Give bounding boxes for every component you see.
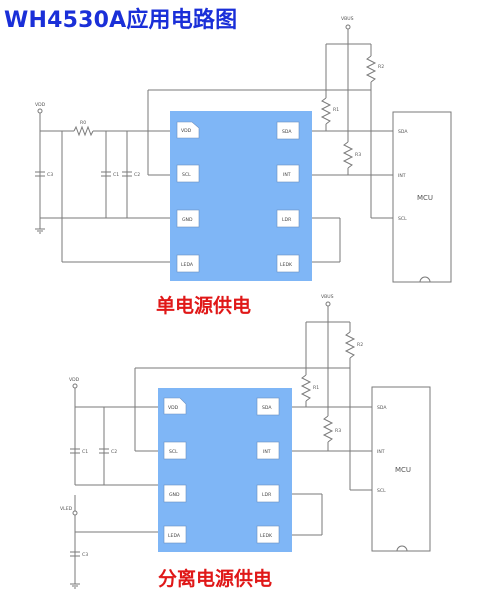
resistor-r3-2 (322, 415, 334, 443)
resistor-r1 (320, 97, 332, 125)
mcu-pin-sda-2: SDA (377, 405, 387, 411)
pin-sda-2 (256, 397, 280, 416)
c2-label: C2 (134, 172, 140, 178)
resistor-r3 (342, 141, 354, 169)
caption-single-supply: 单电源供电 (156, 295, 252, 317)
mcu-pin-scl: SCL (398, 216, 407, 222)
c3-label: C3 (47, 172, 53, 178)
circuit-separate-supply: VDD C1 C2 VLED C3 VDD (60, 294, 431, 589)
mcu-pin-sda: SDA (398, 129, 408, 135)
pin-vdd-label-2: VDD (168, 405, 179, 411)
pin-ldr-label: LDR (282, 217, 292, 223)
page-title: WH4530A应用电路图 (4, 8, 238, 33)
mcu-pin-scl-2: SCL (377, 488, 386, 494)
pin-leda (176, 254, 200, 273)
vbus-terminal (345, 24, 351, 30)
pin-int-label-2: INT (263, 449, 271, 455)
pin-sda-label-2: SDA (262, 405, 272, 411)
r2-label-2: R2 (357, 342, 363, 348)
pin-ledk-2 (256, 525, 280, 544)
vbus-terminal-2 (325, 301, 331, 307)
r3-label-2: R3 (335, 428, 341, 434)
pin-leda-label-2: LEDA (168, 533, 181, 539)
pin-int-label: INT (283, 172, 291, 178)
vled-terminal (72, 510, 78, 516)
pin-scl-2 (163, 441, 187, 460)
pin-ledk-label-2: LEDK (260, 533, 273, 539)
mcu-label: MCU (417, 194, 433, 202)
vled-label: VLED (60, 506, 73, 512)
pin-scl-label: SCL (182, 172, 191, 178)
resistor-r0 (73, 125, 94, 137)
resistor-r2 (365, 55, 377, 83)
wh4530a-chip-2 (158, 388, 292, 552)
pin-gnd-2 (163, 484, 187, 503)
pin-sda-label: SDA (282, 129, 292, 135)
resistor-r1-2 (300, 374, 312, 402)
vdd-label: VDD (35, 102, 46, 108)
circuit-single-supply: VDD R0 C3 C1 C2 (35, 16, 452, 283)
pin-ledk-label: LEDK (280, 262, 293, 268)
mcu-notch (419, 276, 431, 283)
pin-gnd-label-2: GND (169, 492, 180, 498)
c1-label: C1 (113, 172, 119, 178)
pin-vdd-label: VDD (181, 128, 192, 134)
pin-vdd-2 (163, 397, 187, 415)
r0-label: R0 (80, 120, 86, 126)
r3-label: R3 (355, 152, 361, 158)
pin-vdd (176, 121, 200, 139)
pin-sda (276, 121, 300, 140)
pin-ldr (276, 209, 300, 228)
pin-int-2 (256, 441, 280, 460)
vbus-label: VBUS (341, 16, 354, 22)
pin-leda-label: LEDA (181, 262, 194, 268)
vdd-terminal (37, 108, 43, 114)
mcu-pin-int: INT (398, 173, 406, 179)
mcu-box-2 (371, 386, 431, 552)
vdd-label-2: VDD (69, 377, 80, 383)
mcu-label-2: MCU (395, 466, 411, 474)
resistor-r2-2 (344, 331, 356, 359)
r2-label: R2 (378, 64, 384, 70)
c1-label-2: C1 (82, 449, 88, 455)
vdd-terminal-2 (72, 383, 78, 389)
caption-separate-supply: 分离电源供电 (158, 568, 273, 590)
c3-label-2: C3 (82, 552, 88, 558)
wh4530a-chip (170, 111, 312, 281)
pin-gnd-label: GND (182, 217, 193, 223)
c2-label-2: C2 (111, 449, 117, 455)
pin-ldr-label-2: LDR (262, 492, 272, 498)
pin-leda-2 (163, 525, 187, 544)
mcu-pin-int-2: INT (377, 449, 385, 455)
pin-scl-label-2: SCL (169, 449, 178, 455)
r1-label: R1 (333, 107, 339, 113)
vbus-label-2: VBUS (321, 294, 334, 300)
pin-ldr-2 (256, 484, 280, 503)
r1-label-2: R1 (313, 385, 319, 391)
mcu-notch-2 (396, 545, 408, 552)
pin-int (276, 164, 300, 183)
pin-ledk (276, 254, 300, 273)
pin-gnd (176, 209, 200, 228)
pin-scl (176, 164, 200, 183)
mcu-box (392, 111, 452, 283)
